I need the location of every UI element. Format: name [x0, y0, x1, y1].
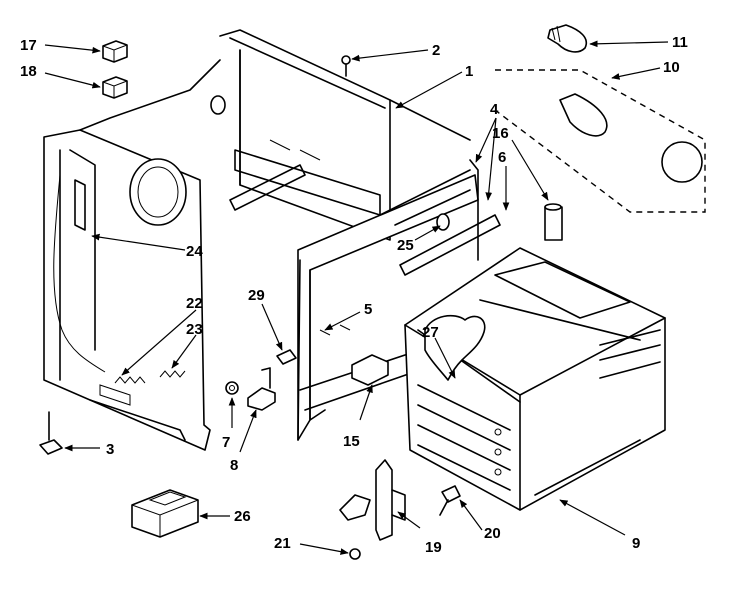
callout-22: 22: [186, 295, 203, 312]
callout-18: 18: [20, 63, 37, 80]
part-2-screw: [341, 55, 351, 77]
chassis-side-panel: [43, 59, 226, 451]
callout-1: 1: [465, 63, 473, 80]
callout-4: 4: [490, 101, 499, 118]
part-21-nut: [349, 548, 361, 560]
part-18-block: [102, 76, 128, 99]
part-22-spring: [114, 376, 146, 384]
callout-26: 26: [234, 508, 251, 525]
callout-27: 27: [422, 324, 439, 341]
callout-17: 17: [20, 37, 37, 54]
callout-11: 11: [672, 34, 688, 51]
callout-29: 29: [248, 287, 265, 304]
part-29-clip: [276, 349, 297, 365]
callout-5: 5: [364, 301, 372, 318]
callout-6: 6: [498, 149, 506, 166]
leader-lines: [44, 40, 669, 555]
callout-19: 19: [425, 539, 442, 556]
callout-15: 15: [343, 433, 360, 450]
gasket-frame: [379, 169, 501, 276]
callout-3: 3: [106, 441, 114, 458]
callout-labels: 1 2 3 4 5 6 7 8 9 10 11 15 16 17 18 19 2…: [20, 34, 688, 556]
part-19-latch: [339, 459, 406, 541]
callout-8: 8: [230, 457, 238, 474]
part-8-bracket: [247, 367, 276, 411]
part-3-leveling-foot: [39, 411, 63, 455]
callout-16: 16: [492, 125, 509, 142]
callout-23: 23: [186, 321, 203, 338]
part-23-spring: [159, 370, 186, 378]
part-11-bulb: [547, 24, 587, 53]
callout-25: 25: [397, 237, 414, 254]
callout-21: 21: [274, 535, 291, 552]
part-26-box: [131, 489, 199, 538]
part-15-bracket: [351, 354, 389, 386]
callout-20: 20: [484, 525, 501, 542]
callout-24: 24: [186, 243, 203, 260]
callout-9: 9: [632, 535, 640, 552]
part-20-screw: [439, 485, 461, 516]
callout-7: 7: [222, 434, 230, 451]
callout-10: 10: [663, 59, 680, 76]
part-10-light-socket: [494, 69, 706, 213]
callout-2: 2: [432, 42, 440, 59]
part-17-block: [102, 40, 128, 63]
oven-cavity: [404, 247, 666, 511]
part-7-nut: [225, 381, 239, 395]
part-16-lamp-post: [544, 203, 563, 241]
